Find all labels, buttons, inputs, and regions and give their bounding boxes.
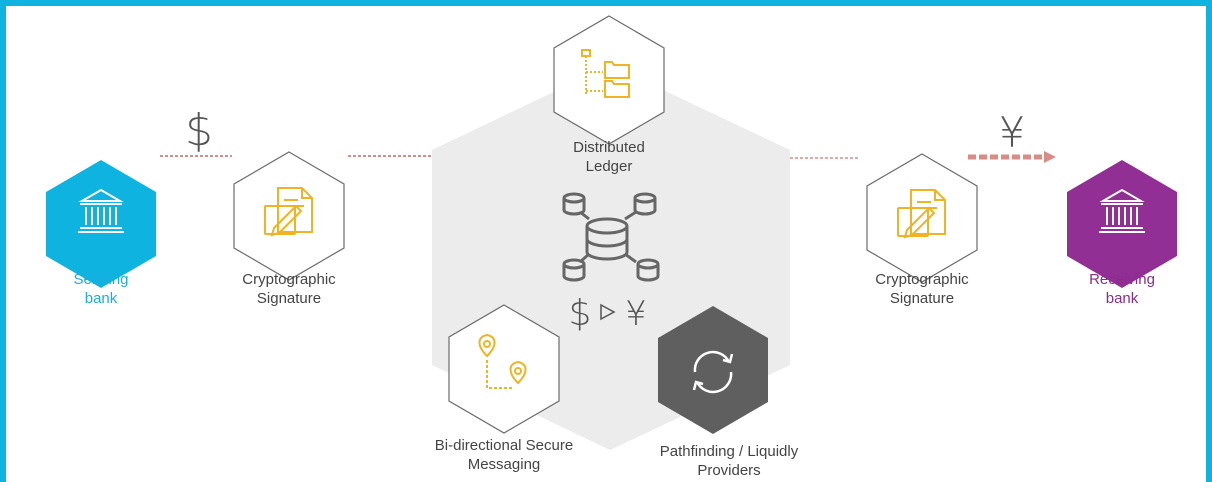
bank-icon [1099,188,1145,233]
refresh-icon [692,350,734,394]
secure-messaging-node [448,304,560,434]
pathfinding-node [658,306,768,434]
signed-document-icon [264,187,313,237]
receiving-bank-label: Receiving bank [1062,270,1182,308]
triangle-arrow-icon [600,303,616,321]
sending-bank-node [46,160,156,288]
distributed-ledger-label-line2: Ledger [585,158,633,175]
sending-bank-label-line2: bank [84,290,118,307]
center-yen-symbol: ¥ [625,294,647,334]
receiving-bank-node [1067,160,1177,288]
pathfinding-label-line2: Providers [697,462,761,479]
crypto-signature-left-label-line1: Cryptographic [242,271,336,288]
route-pins-icon [478,333,527,389]
database-network-icon [562,192,660,282]
sending-bank-label-line1: Sending [73,271,129,288]
center-dollar-symbol: $ [569,293,592,334]
crypto-signature-right-label-line1: Cryptographic [875,271,969,288]
crypto-signature-right-label: Cryptographic Signature [852,270,992,308]
crypto-signature-right-label-line2: Signature [889,290,955,307]
crypto-signature-left-label-line2: Signature [256,290,322,307]
secure-messaging-label: Bi-directional Secure Messaging [404,436,604,474]
distributed-ledger-label-line1: Distributed [573,139,645,156]
secure-messaging-label-line2: Messaging [467,456,541,473]
yen-symbol: ¥ [999,108,1026,157]
arrow-to-receiving-bank [968,151,1056,163]
receiving-bank-label-line2: bank [1105,290,1139,307]
pathfinding-label-line1: Pathfinding / Liquidly [659,443,799,460]
distributed-ledger-node [553,15,665,145]
crypto-signature-right-node [866,153,978,283]
distributed-ledger-label: Distributed Ledger [539,138,679,176]
secure-messaging-label-line1: Bi-directional Secure [434,437,574,454]
receiving-bank-label-line1: Receiving [1089,271,1155,288]
folder-tree-icon [581,49,630,98]
crypto-signature-left-label: Cryptographic Signature [219,270,359,308]
bank-icon [78,188,124,233]
sending-bank-label: Sending bank [51,270,151,308]
crypto-signature-left-node [233,151,345,281]
signed-document-icon [897,189,946,239]
pathfinding-label: Pathfinding / Liquidly Providers [629,442,829,480]
dollar-symbol: $ [185,105,213,156]
